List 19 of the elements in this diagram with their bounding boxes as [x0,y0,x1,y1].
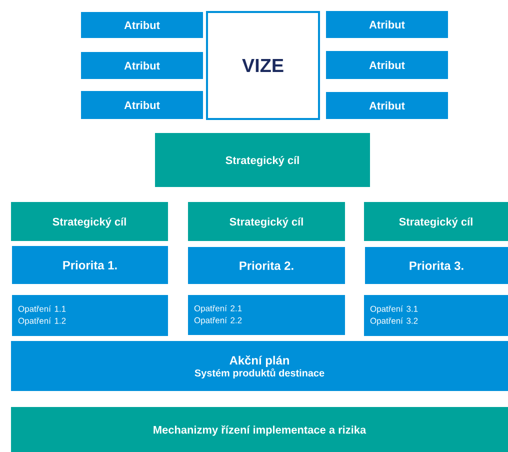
attribute-box: Atribut [81,12,203,38]
priority-box: Priorita 3. [365,247,508,284]
implementation-box: Mechanizmy řízení implementace a rizika [11,407,508,452]
attribute-box: Atribut [81,91,203,119]
priority-box: Priorita 1. [12,246,168,284]
attribute-box: Atribut [326,92,448,119]
goal-box: Strategický cíl [188,202,345,241]
measures-box: Opatření 3.1 Opatření 3.2 [364,295,508,336]
attribute-box: Atribut [326,11,448,38]
attribute-box: Atribut [326,51,448,79]
measures-box: Opatření 2.1 Opatření 2.2 [188,295,345,335]
priority-box: Priorita 2. [188,247,345,284]
goal-box: Strategický cíl [11,202,168,241]
vision-box: VIZE [206,11,320,120]
goal-box: Strategický cíl [155,133,370,187]
attribute-box: Atribut [81,52,203,79]
action-plan-box: Akční plán Systém produktů destinace [11,341,508,391]
goal-box: Strategický cíl [364,202,508,241]
measures-box: Opatření 1.1 Opatření 1.2 [12,295,168,336]
